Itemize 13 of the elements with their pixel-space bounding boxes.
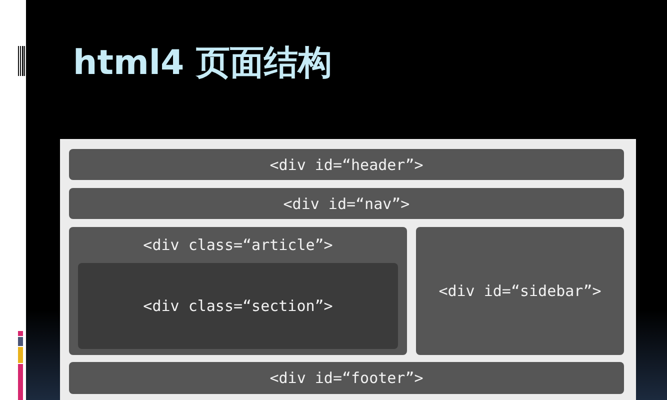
- div-box: [69, 188, 624, 219]
- div-tag-label: <div id=“nav”>: [282, 194, 411, 212]
- div-tag-label: <div id=“footer”>: [268, 369, 424, 387]
- div-box: [416, 227, 624, 355]
- div-tag-label: <div id=“header”>: [268, 156, 424, 174]
- div-box: [69, 149, 624, 180]
- div-box: [69, 362, 624, 394]
- slide-title: html4 页面结构: [73, 42, 332, 85]
- div-tag-label: <div class=“section”>: [142, 297, 334, 315]
- div-tag-label: <div id=“sidebar”>: [438, 282, 602, 300]
- div-tag-label: <div class=“article”>: [142, 236, 334, 254]
- div-box: [69, 227, 407, 355]
- nested-div-box: [78, 263, 398, 349]
